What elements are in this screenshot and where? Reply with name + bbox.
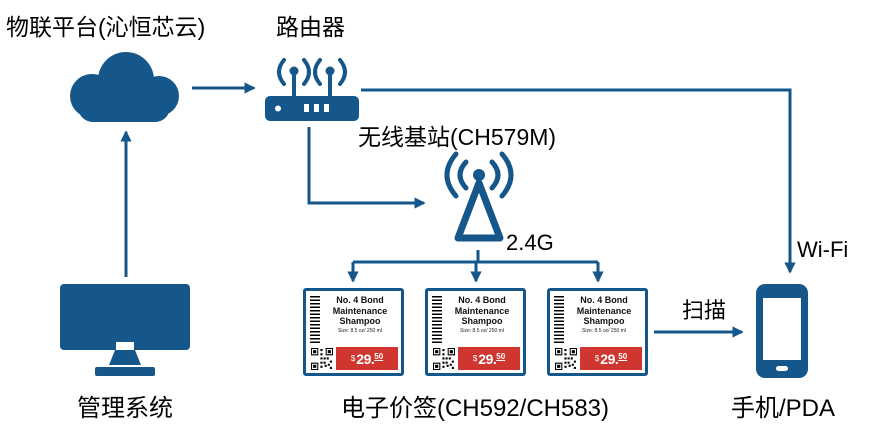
label-management-system: 管理系统: [77, 395, 173, 422]
price-tag: $29.50: [580, 347, 642, 370]
price-main: 29.: [600, 350, 619, 367]
connector-router-to-phone-wifi: [361, 88, 796, 274]
esl-subtitle: Size: 8.5 oz/ 250 ml: [582, 328, 626, 334]
esl-title-line1: No. 4 Bond: [458, 295, 506, 305]
esl-title-line2: Maintenance: [576, 305, 632, 316]
esl-title-line2: Maintenance: [454, 305, 510, 316]
label-wifi: Wi-Fi: [797, 237, 849, 262]
connector-router-to-basestation: [307, 127, 426, 209]
label-router: 路由器: [276, 14, 345, 40]
esl-title-line1: No. 4 Bond: [580, 295, 628, 305]
price-currency: $: [472, 354, 478, 363]
esl-tag-1: No. 4 Bond Maintenance Shampoo Size: 8.5…: [303, 288, 404, 376]
label-phone-pda: 手机/PDA: [730, 395, 835, 422]
label-base-station: 无线基站(CH579M): [358, 124, 557, 150]
router-icon: [262, 46, 362, 124]
qr-code-icon: [311, 348, 333, 370]
price-tag: $29.50: [336, 347, 398, 370]
barcode-icon: [310, 296, 320, 344]
esl-subtitle: Size: 8.5 oz/ 250 ml: [338, 328, 382, 334]
esl-tag-3: No. 4 Bond Maintenance Shampoo Size: 8.5…: [547, 288, 648, 376]
label-esl: 电子价签(CH592/CH583): [340, 395, 610, 422]
label-scan: 扫描: [682, 298, 727, 323]
label-iot-platform: 物联平台(沁恒芯云): [6, 14, 206, 40]
esl-title-line3: Shampoo: [583, 316, 625, 326]
esl-title-line3: Shampoo: [339, 316, 381, 326]
price-main: 29.: [356, 350, 375, 367]
esl-product-title: No. 4 Bond Maintenance Shampoo: [322, 295, 398, 327]
monitor-icon: [58, 282, 192, 380]
price-currency: $: [594, 354, 600, 363]
antenna-icon: [430, 150, 528, 248]
esl-subtitle: Size: 8.5 oz/ 250 ml: [460, 328, 504, 334]
cloud-icon: [56, 44, 190, 130]
price-tag: $29.50: [458, 347, 520, 370]
price-currency: $: [350, 354, 356, 363]
esl-product-title: No. 4 Bond Maintenance Shampoo: [566, 295, 642, 327]
qr-code-icon: [433, 348, 455, 370]
price-cents: 50: [496, 352, 506, 361]
price-cents: 50: [374, 352, 384, 361]
barcode-icon: [432, 296, 442, 344]
phone-icon: [750, 282, 814, 380]
qr-code-icon: [555, 348, 577, 370]
esl-product-title: No. 4 Bond Maintenance Shampoo: [444, 295, 520, 327]
esl-title-line2: Maintenance: [332, 305, 388, 316]
label-2-4g: 2.4G: [506, 230, 554, 255]
price-cents: 50: [618, 352, 628, 361]
price-main: 29.: [478, 350, 497, 367]
esl-title-line1: No. 4 Bond: [336, 295, 384, 305]
esl-tag-2: No. 4 Bond Maintenance Shampoo Size: 8.5…: [425, 288, 526, 376]
barcode-icon: [554, 296, 564, 344]
esl-title-line3: Shampoo: [461, 316, 503, 326]
